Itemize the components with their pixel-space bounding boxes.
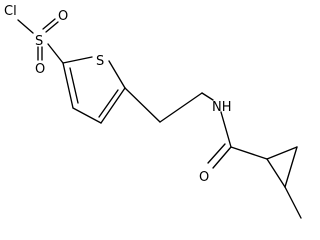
- atom-chlorine: Cl: [4, 4, 17, 19]
- bond-ring-c2-s: [62, 56, 93, 64]
- bond-ch2-n: [201, 92, 214, 101]
- bond-carbonyl-cyclopropyl: [230, 146, 268, 160]
- atom-sulfonyl-oxygen-bottom: O: [35, 62, 45, 77]
- atom-thiophene-sulfur: S: [96, 54, 104, 69]
- atom-amide-nitrogen: NH: [212, 100, 232, 115]
- bond-ring-c3-c2: [62, 62, 74, 109]
- bond-ring-s-c5: [108, 60, 126, 89]
- bond-s-o-top-b: [42, 18, 56, 30]
- bond-carbonyl-o-b: [207, 143, 226, 164]
- structure-canvas: Cl S O O S NH O: [4, 4, 302, 219]
- bond-s-ring: [47, 43, 64, 64]
- bond-cp-c2-c3: [284, 146, 298, 188]
- atom-sulfonyl-oxygen-top: O: [58, 9, 68, 24]
- bond-ring-c4-c3: [72, 107, 102, 124]
- bond-s-o-top-a: [45, 21, 59, 33]
- bond-ring-ch2: [124, 87, 161, 123]
- bond-ring-c3-c2-inner: [69, 67, 79, 104]
- bond-ch2-ch2: [159, 92, 203, 123]
- atom-carbonyl-oxygen: O: [199, 170, 209, 185]
- bond-n-carbonyl: [220, 111, 232, 148]
- bond-cp-c1-c2: [266, 146, 298, 160]
- molecule-diagram: Cl S O O S NH O: [4, 4, 302, 219]
- bond-cp-c3-c1: [266, 158, 286, 188]
- bond-cl-s: [17, 19, 34, 34]
- bond-carbonyl-o-a: [212, 146, 232, 169]
- bond-ring-c5-c4: [100, 87, 126, 124]
- bond-ring-c5-c4-inner: [98, 89, 119, 118]
- bond-methyl: [284, 186, 302, 219]
- atom-sulfonyl-sulfur: S: [35, 34, 43, 49]
